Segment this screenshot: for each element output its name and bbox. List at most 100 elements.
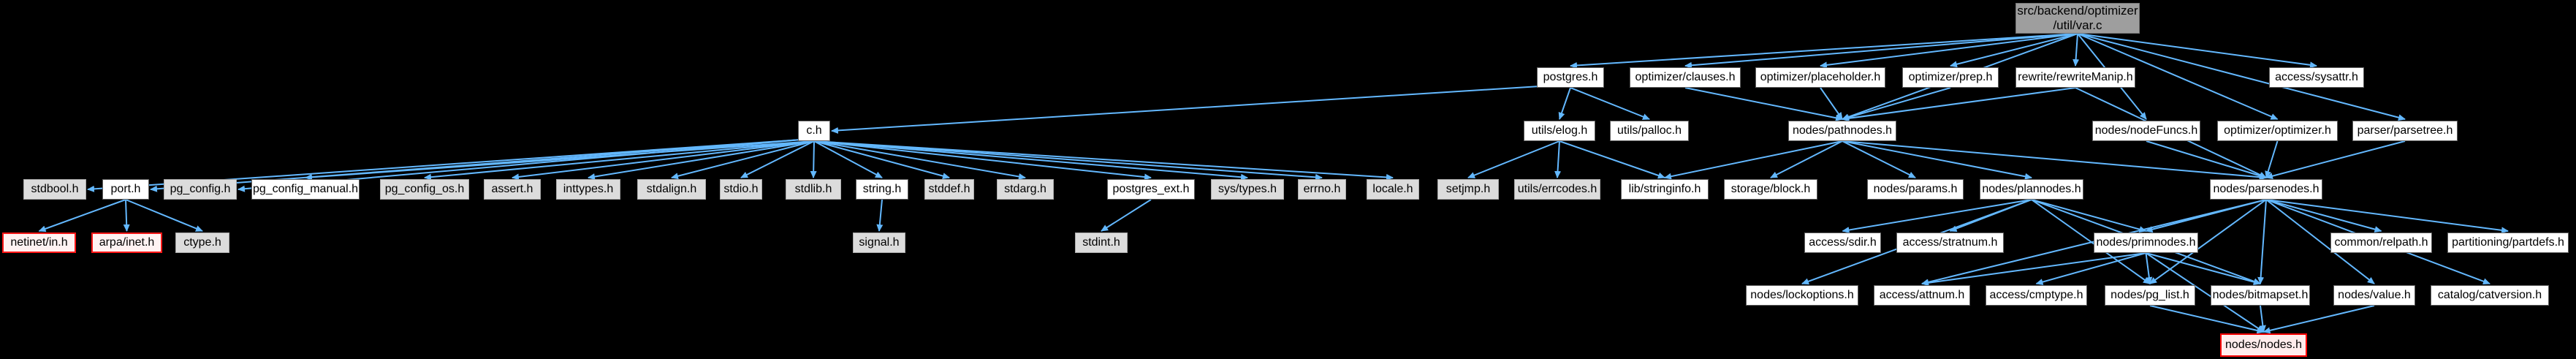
graph-node-lib_stringinfo[interactable]: lib/stringinfo.h bbox=[1621, 179, 1709, 200]
include-edge bbox=[1842, 140, 2032, 180]
include-edge bbox=[1842, 140, 2267, 181]
graph-node-opt_placeholder[interactable]: optimizer/placeholder.h bbox=[1755, 67, 1885, 88]
graph-node-nodes_pathnodes[interactable]: nodes/pathnodes.h bbox=[1788, 121, 1896, 141]
graph-node-nodes_plannodes[interactable]: nodes/plannodes.h bbox=[1980, 179, 2083, 200]
include-edge bbox=[1558, 87, 1571, 120]
include-edge bbox=[1467, 140, 1560, 178]
graph-node-nodes_params[interactable]: nodes/params.h bbox=[1867, 179, 1964, 200]
include-edge bbox=[1684, 87, 1843, 121]
include-edge bbox=[1949, 199, 2032, 232]
graph-node-stdalign[interactable]: stdalign.h bbox=[637, 179, 706, 200]
graph-node-utils_errcodes[interactable]: utils/errcodes.h bbox=[1514, 179, 1600, 200]
include-edge bbox=[305, 140, 815, 181]
graph-node-catalog_catversion[interactable]: catalog/catversion.h bbox=[2431, 285, 2549, 306]
graph-node-errno[interactable]: errno.h bbox=[1298, 179, 1346, 200]
include-edge bbox=[588, 140, 815, 181]
graph-node-stdarg[interactable]: stdarg.h bbox=[997, 179, 1054, 200]
include-edge bbox=[2145, 252, 2153, 284]
graph-node-nodes_primnodes[interactable]: nodes/primnodes.h bbox=[2094, 233, 2198, 253]
include-edge bbox=[424, 140, 815, 181]
include-edge bbox=[813, 140, 950, 179]
graph-node-stddef[interactable]: stddef.h bbox=[924, 179, 974, 200]
graph-node-opt_optimizer[interactable]: optimizer/optimizer.h bbox=[2217, 121, 2338, 141]
graph-node-nodes_parsenodes[interactable]: nodes/parsenodes.h bbox=[2210, 179, 2322, 200]
include-edge bbox=[671, 140, 815, 180]
graph-node-nodes_lockoptions[interactable]: nodes/lockoptions.h bbox=[1746, 285, 1858, 306]
include-edge bbox=[1921, 252, 2146, 287]
include-edge bbox=[1570, 33, 2078, 69]
graph-node-sys_types[interactable]: sys/types.h bbox=[1211, 179, 1284, 200]
graph-node-access_stratnum[interactable]: access/stratnum.h bbox=[1896, 233, 2004, 253]
include-edge bbox=[2149, 305, 2265, 334]
graph-node-port[interactable]: port.h bbox=[102, 179, 149, 200]
graph-node-nodes_nodefuncs[interactable]: nodes/nodeFuncs.h bbox=[2092, 121, 2200, 141]
graph-node-postgres_h[interactable]: postgres.h bbox=[1537, 67, 1604, 88]
include-edge bbox=[125, 199, 203, 232]
include-edge bbox=[2146, 140, 2267, 179]
graph-node-postgres_ext[interactable]: postgres_ext.h bbox=[1107, 179, 1195, 200]
graph-node-netinet_in[interactable]: netinet/in.h bbox=[2, 233, 76, 253]
include-edge bbox=[2077, 33, 2317, 69]
include-edge bbox=[2031, 199, 2147, 233]
graph-node-access_attnum[interactable]: access/attnum.h bbox=[1874, 285, 1970, 306]
include-edge bbox=[1842, 87, 1951, 121]
include-edge bbox=[1820, 87, 1843, 120]
graph-node-arpa_inet[interactable]: arpa/inet.h bbox=[91, 233, 162, 253]
include-edge bbox=[1684, 33, 2078, 69]
graph-node-access_sdir[interactable]: access/sdir.h bbox=[1804, 233, 1881, 253]
include-edge bbox=[813, 140, 1323, 181]
include-edge bbox=[2072, 33, 2080, 67]
include-edge bbox=[1842, 140, 1916, 178]
include-edge bbox=[2265, 140, 2279, 178]
include-edge bbox=[2265, 199, 2382, 233]
graph-node-opt_prep[interactable]: optimizer/prep.h bbox=[1902, 67, 1999, 88]
graph-node-part_partdefs[interactable]: partitioning/partdefs.h bbox=[2447, 233, 2569, 253]
graph-node-rewrite_manip[interactable]: rewrite/rewriteManip.h bbox=[2015, 67, 2135, 88]
graph-node-stdio[interactable]: stdio.h bbox=[720, 179, 762, 200]
graph-node-nodes_value[interactable]: nodes/value.h bbox=[2333, 285, 2415, 306]
include-edge bbox=[1554, 140, 1562, 178]
graph-node-ctype[interactable]: ctype.h bbox=[175, 233, 229, 253]
include-edge bbox=[2145, 199, 2267, 233]
graph-node-utils_palloc[interactable]: utils/palloc.h bbox=[1610, 121, 1689, 141]
graph-node-storage_block[interactable]: storage/block.h bbox=[1724, 179, 1817, 200]
include-edge bbox=[813, 140, 1026, 180]
graph-node-utils_elog[interactable]: utils/elog.h bbox=[1524, 121, 1595, 141]
include-edge bbox=[813, 140, 1248, 181]
include-edge bbox=[813, 140, 1394, 181]
graph-node-inttypes[interactable]: inttypes.h bbox=[556, 179, 620, 200]
graph-node-common_relpath[interactable]: common/relpath.h bbox=[2330, 233, 2432, 253]
graph-node-nodes_pg_list[interactable]: nodes/pg_list.h bbox=[2105, 285, 2195, 306]
include-edge bbox=[2265, 140, 2406, 180]
graph-node-c_h[interactable]: c.h bbox=[798, 121, 830, 141]
graph-node-varc[interactable]: src/backend/optimizer /util/var.c bbox=[2015, 3, 2140, 34]
include-edge bbox=[1842, 87, 2076, 122]
graph-node-locale[interactable]: locale.h bbox=[1367, 179, 1419, 200]
graph-node-stdbool[interactable]: stdbool.h bbox=[23, 179, 86, 200]
graph-node-string[interactable]: string.h bbox=[856, 179, 908, 200]
include-edge bbox=[38, 199, 126, 233]
graph-node-parser_parsetree[interactable]: parser/parsetree.h bbox=[2352, 121, 2458, 141]
graph-node-signal[interactable]: signal.h bbox=[853, 233, 905, 253]
include-edge bbox=[1820, 33, 2078, 69]
include-edge bbox=[740, 140, 815, 178]
graph-node-access_cmptype[interactable]: access/cmptype.h bbox=[1986, 285, 2087, 306]
graph-node-stdint[interactable]: stdint.h bbox=[1075, 233, 1128, 253]
graph-node-stdlib[interactable]: stdlib.h bbox=[786, 179, 841, 200]
include-edge bbox=[1101, 199, 1152, 232]
graph-node-pg_config_os[interactable]: pg_config_os.h bbox=[380, 179, 469, 200]
graph-node-setjmp[interactable]: setjmp.h bbox=[1437, 179, 1499, 200]
graph-node-nodes_bitmapset[interactable]: nodes/bitmapset.h bbox=[2211, 285, 2310, 306]
graph-node-nodes_nodes[interactable]: nodes/nodes.h bbox=[2220, 333, 2307, 357]
graph-node-opt_clauses[interactable]: optimizer/clauses.h bbox=[1630, 67, 1741, 88]
graph-node-pg_config_manual[interactable]: pg_config_manual.h bbox=[251, 179, 360, 200]
graph-node-access_sysattr[interactable]: access/sysattr.h bbox=[2269, 67, 2364, 88]
include-edge bbox=[813, 140, 1152, 181]
include-edge bbox=[2035, 252, 2146, 285]
include-edge bbox=[1770, 140, 1843, 178]
include-edge bbox=[2259, 305, 2266, 333]
graph-node-pg_config[interactable]: pg_config.h bbox=[164, 179, 237, 200]
include-edge bbox=[831, 86, 1540, 134]
graph-node-assert[interactable]: assert.h bbox=[484, 179, 541, 200]
